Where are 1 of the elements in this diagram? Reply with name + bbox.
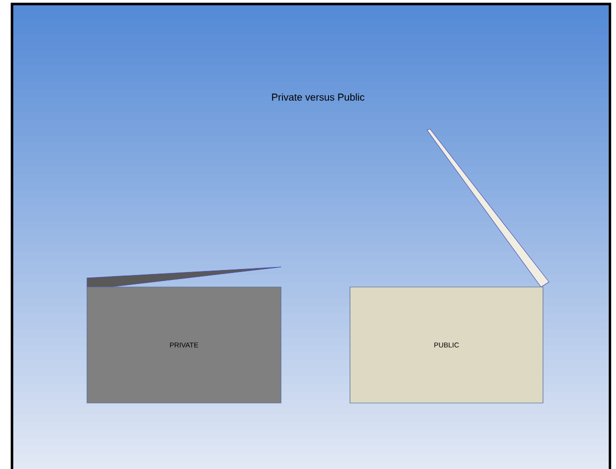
title: Private versus Public: [272, 93, 364, 101]
